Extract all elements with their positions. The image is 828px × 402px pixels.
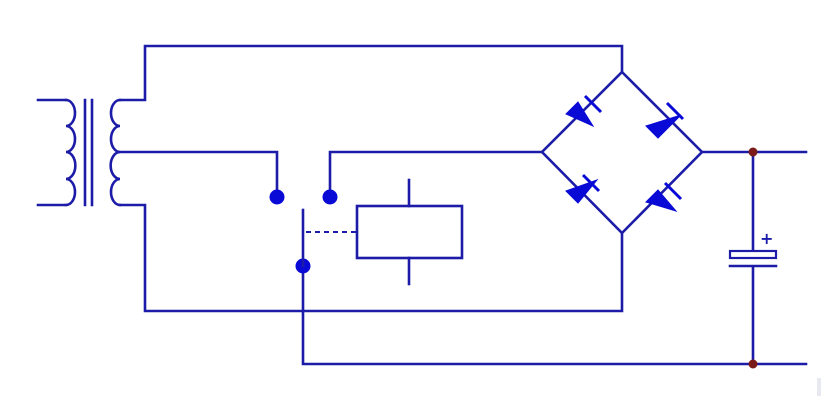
junction-dot-negative bbox=[748, 359, 758, 369]
diode-lower-right bbox=[645, 181, 683, 212]
capacitor-plate-positive bbox=[728, 249, 778, 260]
diode-lower-left-bar bbox=[581, 173, 601, 193]
bridge-rectifier bbox=[540, 70, 704, 235]
diode-upper-left-triangle bbox=[565, 101, 595, 128]
wire-to-bridge-left bbox=[328, 150, 544, 198]
diode-lower-left-triangle bbox=[565, 178, 599, 204]
wire-top bbox=[118, 44, 624, 102]
diode-lower-right-triangle bbox=[645, 189, 678, 212]
wire-bottom bbox=[118, 203, 624, 313]
junction-dot-positive bbox=[748, 147, 758, 157]
changeover-switch bbox=[269, 189, 357, 274]
wiring bbox=[118, 44, 808, 366]
diode-upper-right-bar bbox=[665, 101, 685, 121]
diode-upper-right-triangle bbox=[645, 114, 682, 139]
wire-negative-rail bbox=[301, 264, 808, 366]
primary-winding bbox=[64, 98, 77, 207]
diode-lower-right-bar bbox=[663, 181, 683, 201]
switch-contact-b bbox=[322, 189, 338, 205]
capacitor: + bbox=[728, 229, 778, 268]
edge-mark bbox=[817, 378, 821, 396]
diode-upper-left-bar bbox=[583, 94, 603, 114]
relay-coil-body bbox=[355, 204, 464, 260]
bridge-outline bbox=[540, 70, 704, 235]
wire-center-tap bbox=[118, 150, 279, 198]
diode-lower-left bbox=[565, 173, 601, 204]
switch-contact-a bbox=[269, 189, 285, 205]
diode-upper-right bbox=[645, 101, 685, 139]
secondary-winding bbox=[109, 98, 122, 207]
capacitor-polarity-label: + bbox=[760, 229, 773, 248]
relay-coil bbox=[355, 178, 464, 286]
diode-upper-left bbox=[565, 94, 603, 128]
transformer bbox=[36, 98, 122, 207]
